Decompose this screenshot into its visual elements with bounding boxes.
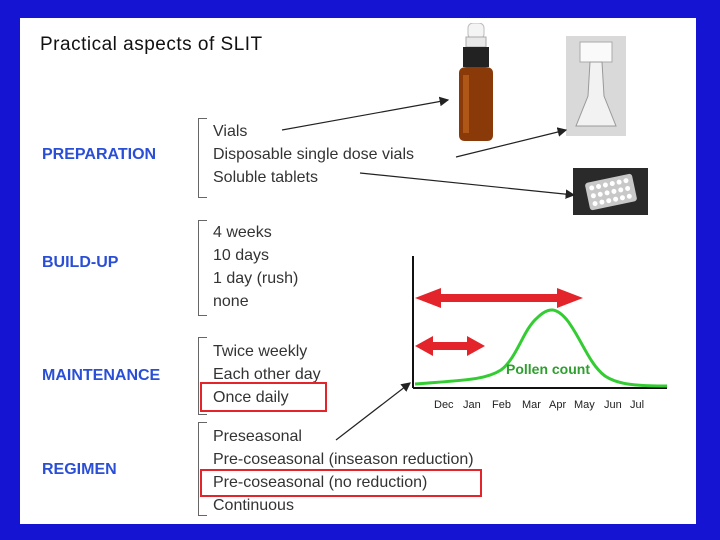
long-duration-arrow: [415, 288, 583, 308]
month-tick: Feb: [492, 399, 511, 411]
month-tick: Dec: [434, 399, 454, 411]
month-tick: Jan: [463, 399, 481, 411]
month-tick: May: [574, 399, 595, 411]
short-duration-arrow: [415, 336, 485, 356]
month-tick: Jul: [630, 399, 644, 411]
pollen-chart: [405, 250, 685, 410]
month-tick: Apr: [549, 399, 566, 411]
month-tick: Mar: [522, 399, 541, 411]
month-tick: Jun: [604, 399, 622, 411]
slide: Practical aspects of SLIT PREPARATION BU…: [20, 18, 696, 524]
pollen-count-label: Pollen count: [506, 361, 590, 377]
